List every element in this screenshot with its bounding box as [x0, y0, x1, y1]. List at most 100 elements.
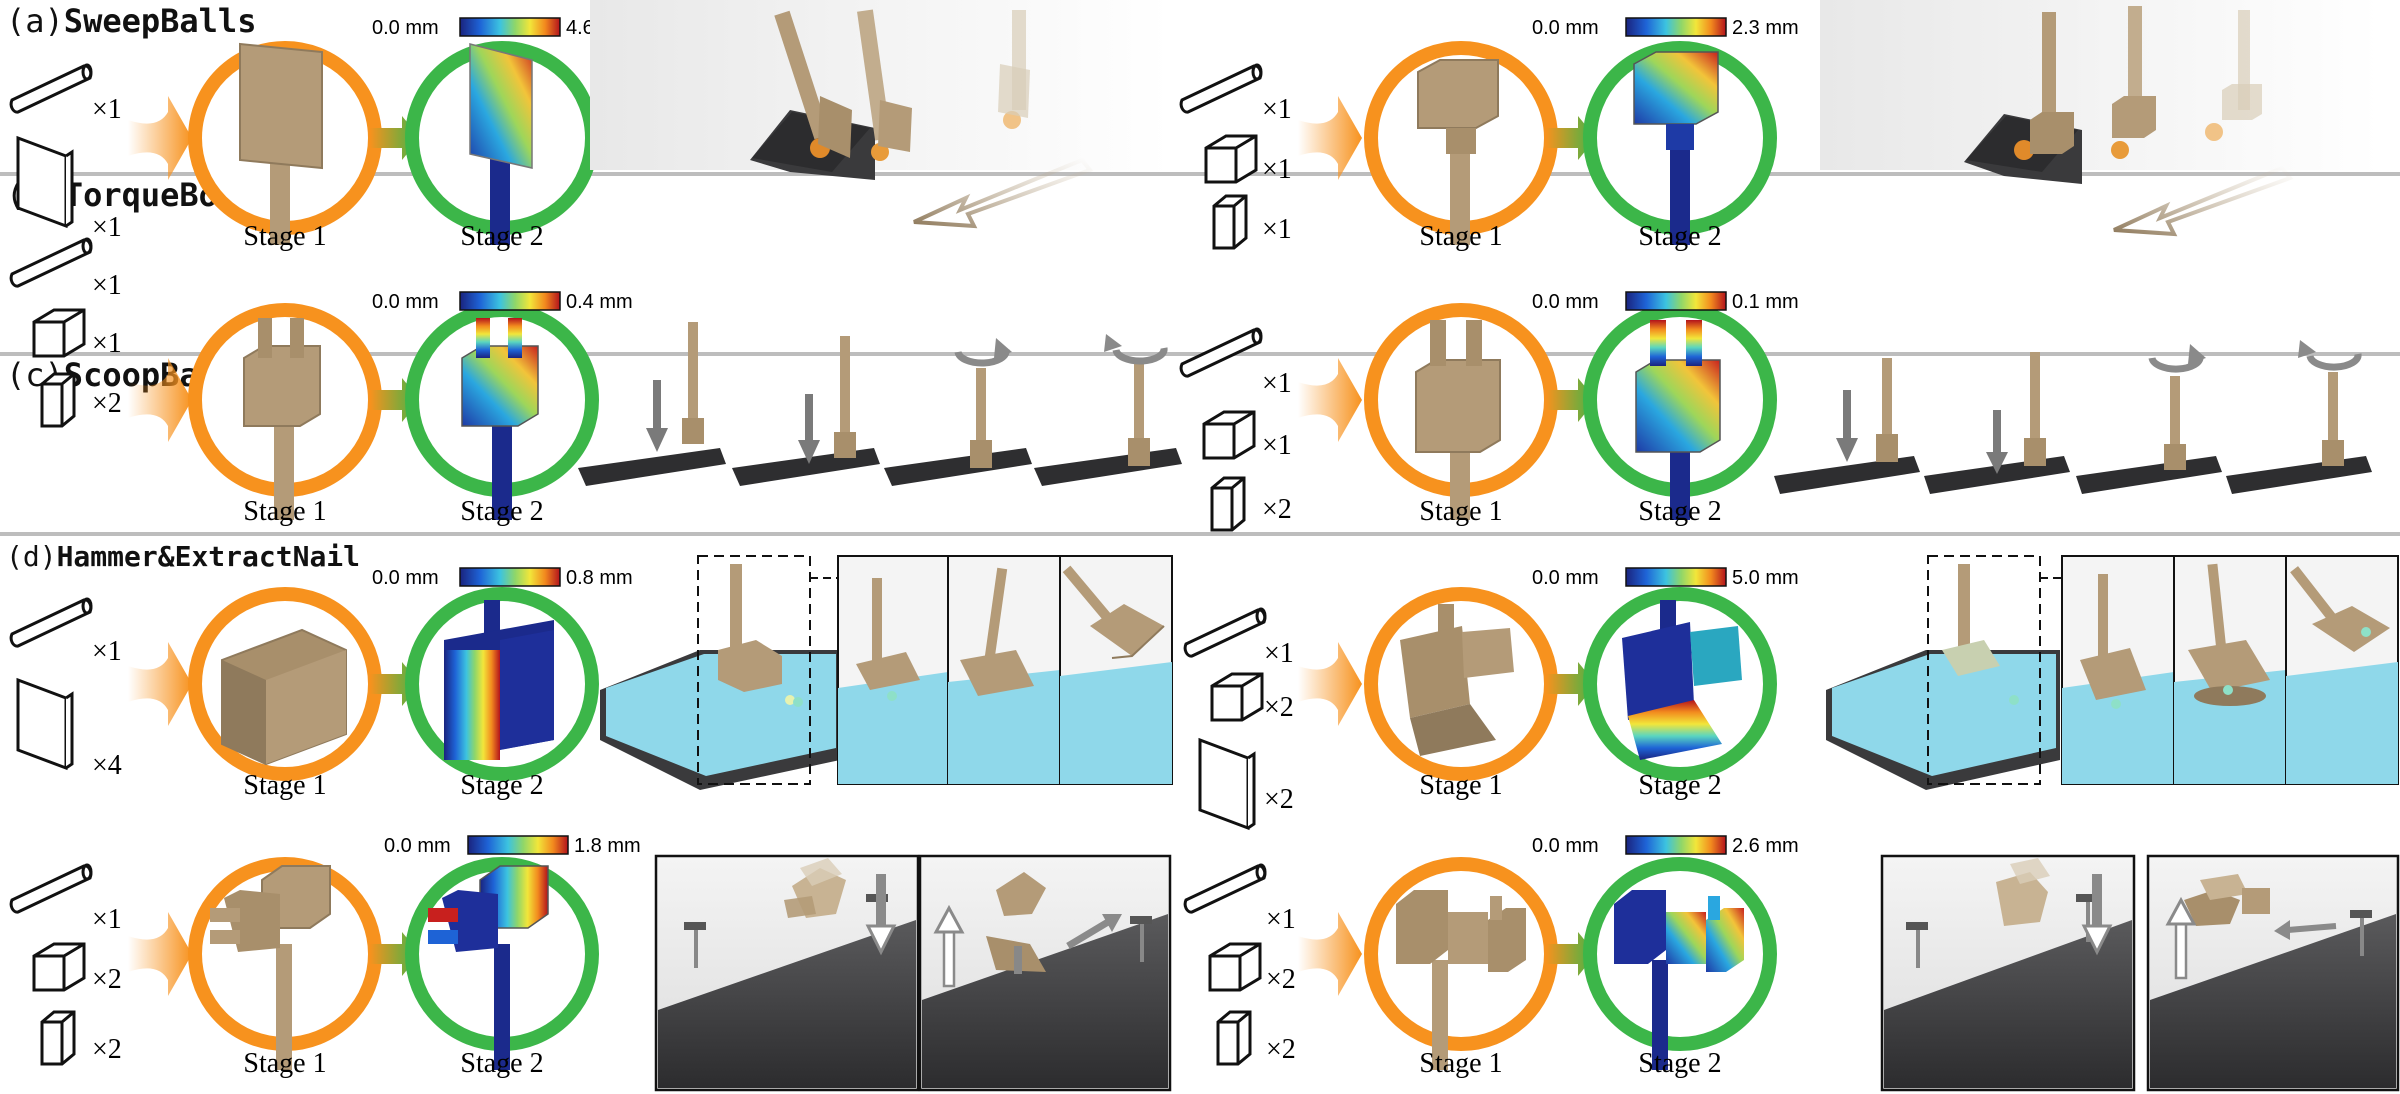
colorbar-gradient	[459, 291, 561, 311]
colorbar: 0.0 mm 5.0 mm	[1532, 567, 1799, 589]
frame-4	[2226, 340, 2372, 494]
rod-count: ×1	[1264, 638, 1294, 669]
stage-2-label: Stage 2	[1638, 770, 1721, 801]
rod-part-icon	[9, 63, 93, 114]
stage-1-tool	[1417, 59, 1499, 245]
stage-2-tool	[428, 865, 549, 1070]
stage-1-tool	[239, 42, 323, 245]
rod-count: ×1	[1266, 904, 1296, 935]
frame-4	[1034, 334, 1182, 486]
stage-arrow	[1546, 116, 1596, 160]
colorbar-max: 0.1 mm	[1732, 291, 1799, 313]
input-fan-arrow	[1298, 96, 1362, 180]
input-fan-arrow	[128, 96, 192, 180]
row-d-example-2: ×1 ×2 ×2 Stage 1	[1183, 835, 2400, 1092]
stage-2-label: Stage 2	[460, 496, 543, 527]
simulation-scene	[654, 854, 1172, 1092]
stage-2-label: Stage 2	[1638, 1048, 1721, 1079]
stage-1-label: Stage 1	[1419, 1048, 1502, 1079]
row-b: ×1 ×1 ×2 Stage 1	[9, 237, 2372, 532]
stage-arrow	[1546, 932, 1596, 976]
simulation-scene	[590, 0, 1170, 229]
row-a-example-2: ×1 ×1 ×1 Stage 1	[1179, 0, 2380, 252]
plate-count: ×4	[92, 750, 122, 781]
plate-count: ×1	[92, 212, 122, 243]
frame-1	[578, 322, 726, 486]
parts-list: ×1 ×1	[9, 63, 122, 243]
colorbar-max: 0.8 mm	[566, 567, 633, 589]
stage-2-label: Stage 2	[460, 1048, 543, 1079]
simulation-scene	[1820, 0, 2380, 237]
rod-part-icon	[9, 863, 93, 914]
colorbar: 0.0 mm 0.8 mm	[372, 567, 633, 589]
colorbar-gradient	[1625, 17, 1727, 37]
colorbar: 0.0 mm 1.8 mm	[384, 835, 641, 857]
row-c-example-2: ×1 ×2 ×2 Stage 1	[1183, 555, 2399, 831]
stage-1-tool	[1396, 890, 1526, 1070]
rod-part-icon	[1179, 63, 1263, 114]
block-count: ×2	[92, 388, 122, 419]
colorbar-min: 0.0 mm	[1532, 567, 1599, 589]
cube-part-icon	[1202, 410, 1256, 460]
stage-1-label: Stage 1	[1419, 221, 1502, 252]
cube-count: ×2	[92, 964, 122, 995]
block-count: ×2	[92, 1034, 122, 1065]
rod-count: ×1	[92, 636, 122, 667]
input-fan-arrow	[128, 642, 192, 726]
stage-1-label: Stage 1	[243, 770, 326, 801]
cube-count: ×1	[92, 328, 122, 359]
stage-1-label: Stage 1	[243, 496, 326, 527]
colorbar-gradient	[1625, 835, 1727, 855]
stage-1-tool	[221, 628, 347, 766]
colorbar-max: 0.4 mm	[566, 291, 633, 313]
colorbar-gradient	[459, 17, 561, 37]
rotate-icon	[2148, 344, 2206, 373]
cube-count: ×2	[1264, 692, 1294, 723]
stage-arrow	[1546, 662, 1596, 706]
colorbar-max: 2.6 mm	[1732, 835, 1799, 857]
block-part-icon	[1216, 1010, 1252, 1066]
colorbar-min: 0.0 mm	[1532, 835, 1599, 857]
cube-count: ×1	[1262, 154, 1292, 185]
row-b-example-2: ×1 ×1 ×2 Stage 1	[1179, 291, 2372, 532]
plate-count: ×2	[1264, 784, 1294, 815]
colorbar-min: 0.0 mm	[384, 835, 451, 857]
zoom-box-dashed	[1927, 555, 2041, 785]
colorbar-gradient	[467, 835, 569, 855]
stage-1-tool	[243, 318, 321, 520]
stage-1-label: Stage 1	[243, 1048, 326, 1079]
cube-part-icon	[1208, 942, 1262, 992]
plate-part-icon	[16, 135, 74, 229]
simulation-scene	[1774, 340, 2372, 494]
rotate-icon	[1104, 334, 1168, 365]
parts-list: ×1 ×1 ×2	[1179, 327, 1292, 532]
input-fan-arrow	[128, 912, 192, 996]
rod-part-icon	[1183, 863, 1267, 914]
simulation-scene	[1826, 555, 2399, 790]
row-c-example-1: ×1 ×4 Stage 1	[9, 555, 1173, 801]
block-count: ×2	[1266, 1034, 1296, 1065]
stage-2-label: Stage 2	[1638, 496, 1721, 527]
cube-count: ×2	[1266, 964, 1296, 995]
stage-1-label: Stage 1	[1419, 496, 1502, 527]
simulation-scene	[578, 322, 1182, 486]
cube-count: ×1	[1262, 430, 1292, 461]
colorbar-min: 0.0 mm	[372, 17, 439, 39]
colorbar: 0.0 mm 0.1 mm	[1532, 291, 1799, 313]
colorbar-max: 5.0 mm	[1732, 567, 1799, 589]
stage-1-tool	[210, 865, 331, 1070]
cube-part-icon	[1210, 672, 1264, 722]
cube-part-icon	[1204, 134, 1258, 184]
colorbar-max: 2.3 mm	[1732, 17, 1799, 39]
block-part-icon	[40, 372, 76, 428]
colorbar-min: 0.0 mm	[372, 567, 439, 589]
rod-part-icon	[9, 597, 93, 648]
stage-2-tool	[1633, 51, 1719, 245]
stage-1-label: Stage 1	[1419, 770, 1502, 801]
plate-part-icon	[1198, 737, 1256, 831]
colorbar-min: 0.0 mm	[1532, 291, 1599, 313]
stage-2-tool	[444, 600, 554, 760]
input-fan-arrow	[1298, 912, 1362, 996]
row-a: ×1 ×1 Stage 1 Stage 2 0.0	[9, 0, 2380, 252]
